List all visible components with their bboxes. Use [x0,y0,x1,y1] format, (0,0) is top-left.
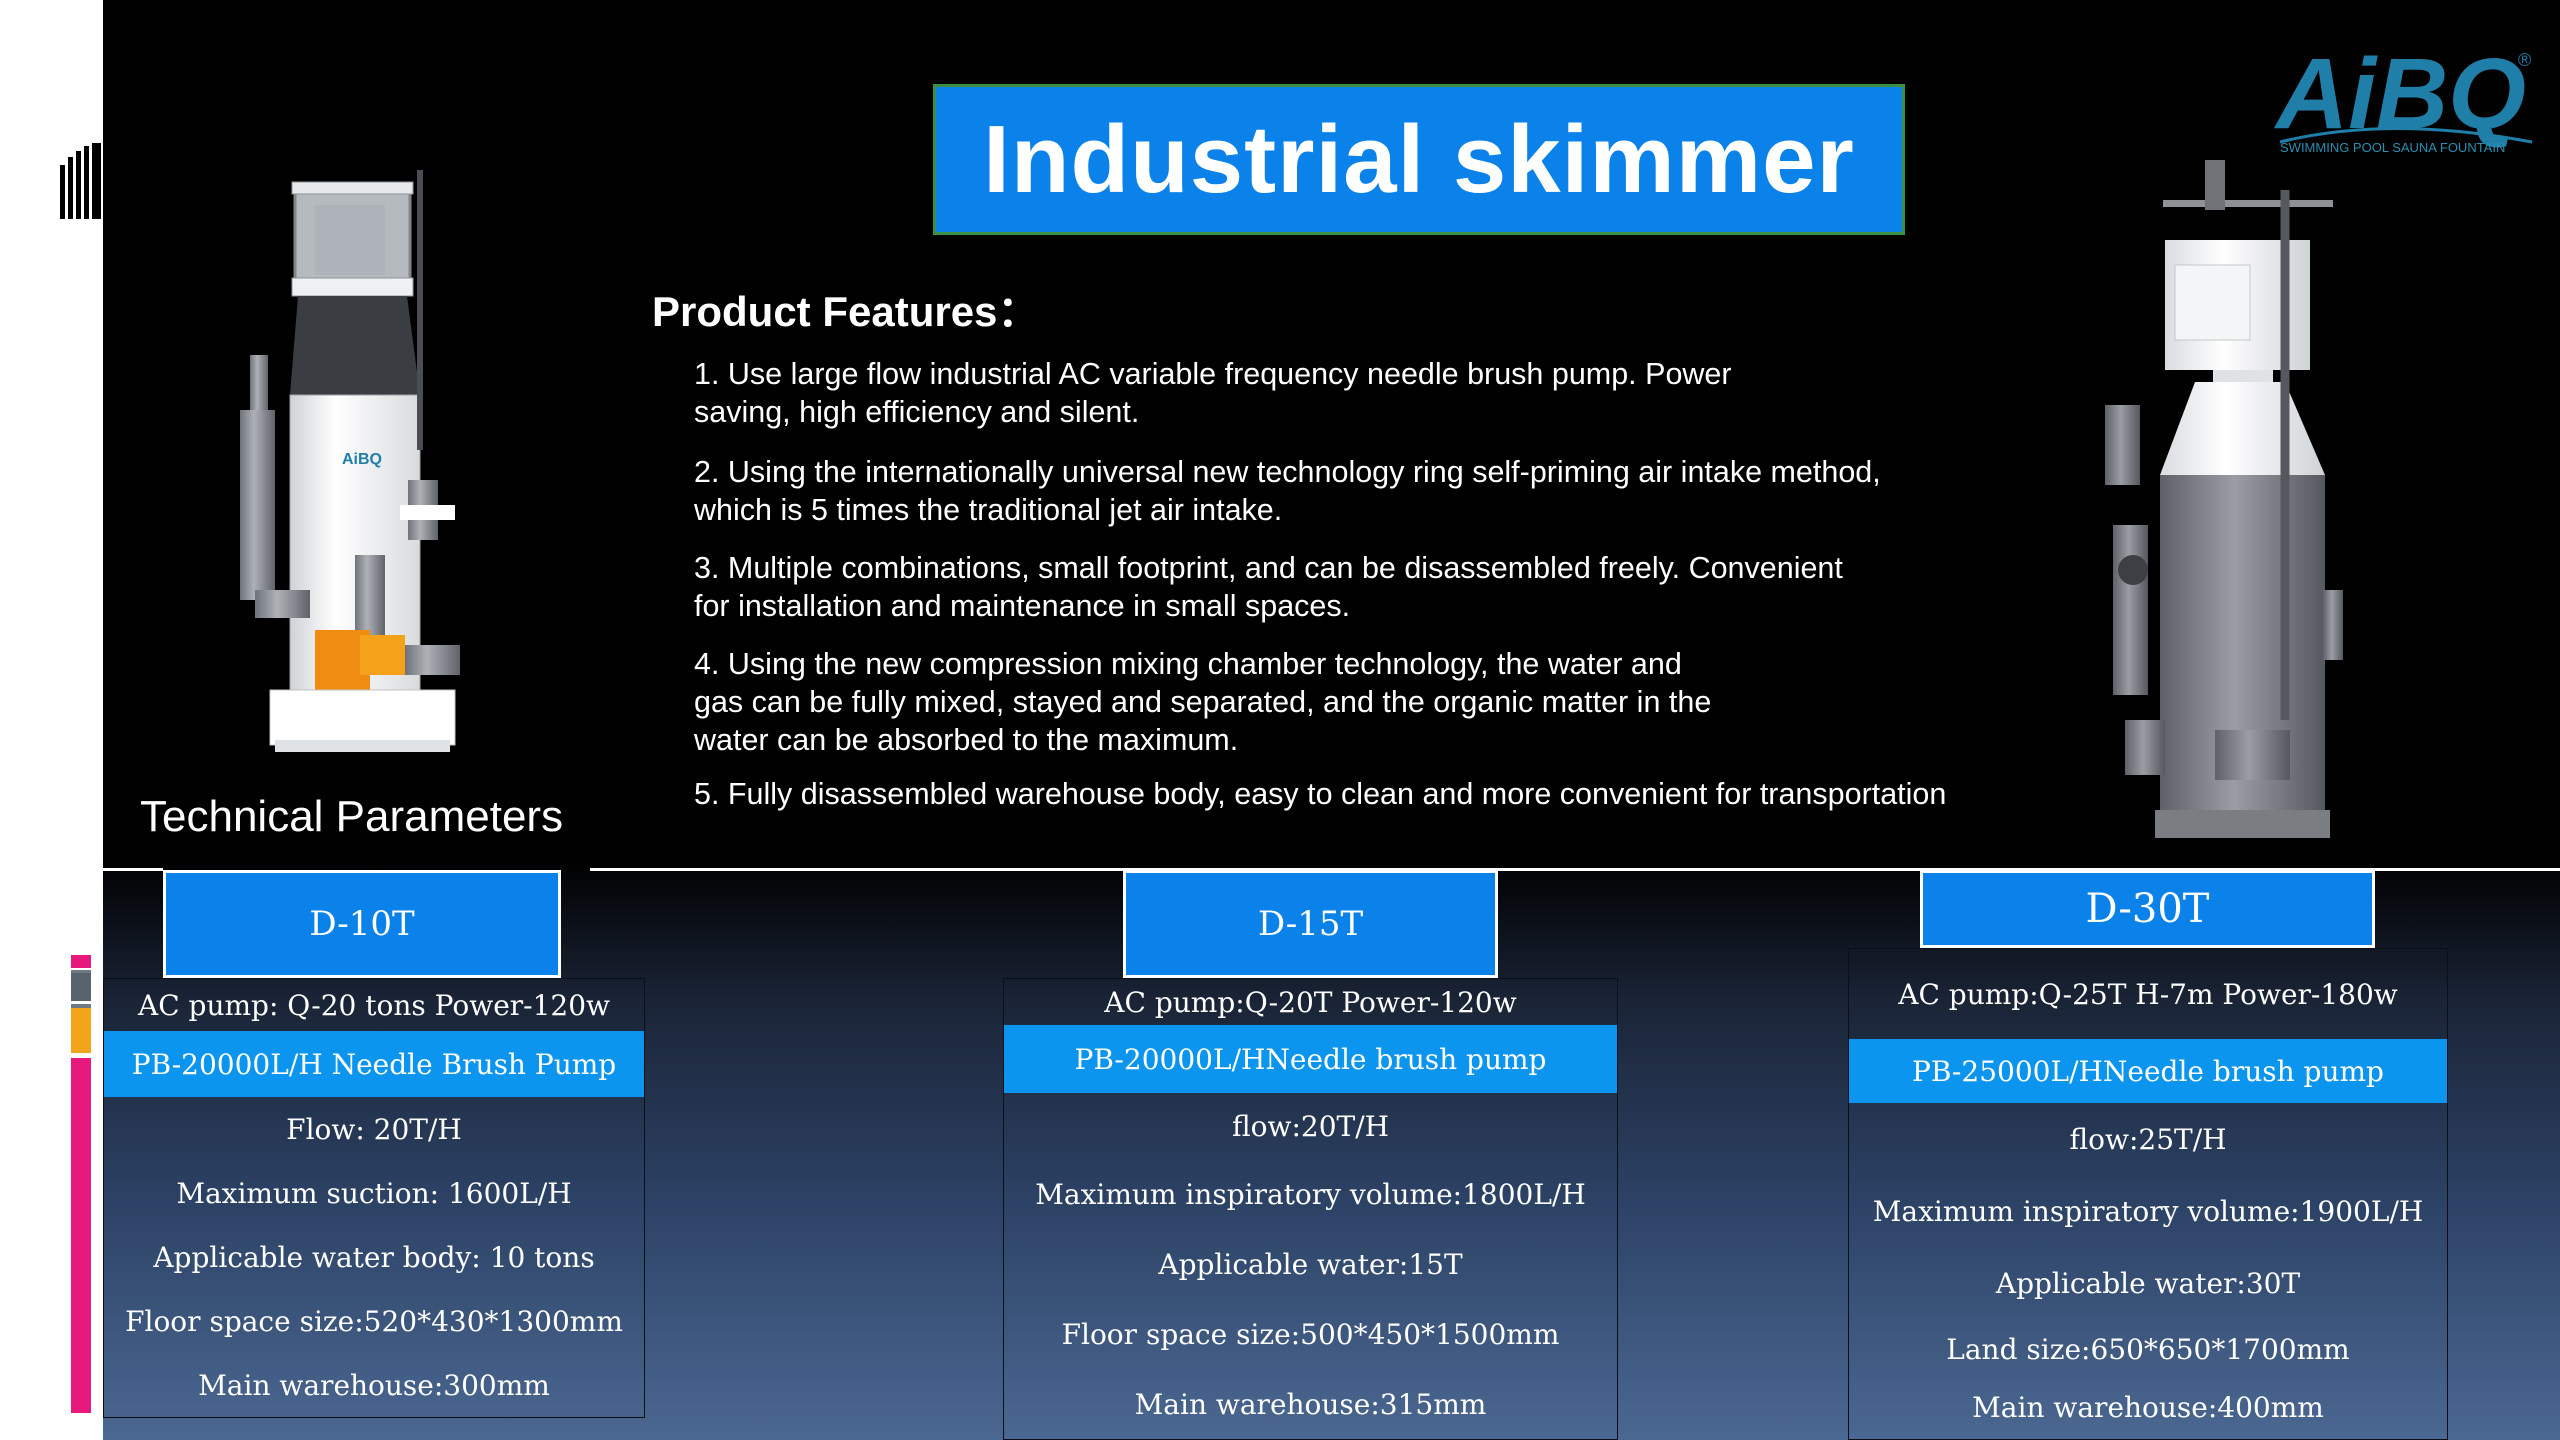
feature-line: 4. Using the new compression mixing cham… [694,647,1682,681]
logo-text: AiBQ [2273,38,2526,150]
feature-line: for installation and maintenance in smal… [694,589,1351,623]
deco-block-gray-3 [71,973,91,1001]
deco-block-pink-small [71,955,91,968]
model-title-d-30t: D-30T [1920,870,2375,948]
feature-1: 1. Use large flow industrial AC variable… [694,355,2074,431]
spec-row: Applicable water:15T [1158,1247,1463,1281]
spec-row: flow:25T/H [2069,1122,2227,1156]
feature-line: 1. Use large flow industrial AC variable… [694,357,1732,391]
skimmer-d10t-image: AiBQ [240,170,460,752]
feature-5: 5. Fully disassembled warehouse body, ea… [694,775,2074,813]
spec-row: Maximum inspiratory volume:1900L/H [1872,1194,2424,1228]
feature-line: which is 5 times the traditional jet air… [694,493,1283,527]
bars-icon [60,143,101,219]
spec-row: AC pump: Q-20 tons Power-120w [137,988,611,1022]
spec-row: Land size:650*650*1700mm [1946,1332,2350,1366]
spec-row: PB-20000L/H Needle Brush Pump [104,1031,644,1097]
spec-row: PB-20000L/HNeedle brush pump [1004,1025,1617,1093]
feature-line: 3. Multiple combinations, small footprin… [694,551,1843,585]
divider-right [590,868,2560,871]
deco-block-orange [71,1008,91,1053]
spec-row: Maximum suction: 1600L/H [176,1176,572,1210]
spec-row: AC pump:Q-20T Power-120w [1104,985,1517,1019]
spec-row: Floor space size:520*430*1300mm [125,1304,623,1338]
feature-line: saving, high efficiency and silent. [694,395,1140,429]
feature-line: gas can be fully mixed, stayed and separ… [694,685,1712,719]
feature-3: 3. Multiple combinations, small footprin… [694,549,2074,625]
title-box: Industrial skimmer [933,84,1905,235]
spec-row: Applicable water:30T [1995,1266,2301,1300]
brand-logo: AiBQ ® [2273,38,2533,150]
feature-line: water can be absorbed to the maximum. [694,723,1239,757]
page-title: Industrial skimmer [983,105,1855,213]
device-logo: AiBQ [342,451,382,468]
technical-parameters-title: Technical Parameters [140,792,564,841]
logo-tagline: SWIMMING POOL SAUNA FOUNTAIN [2280,140,2506,155]
feature-2: 2. Using the internationally universal n… [694,453,2074,529]
spec-row: Maximum inspiratory volume:1800L/H [1035,1177,1586,1211]
spec-row: PB-25000L/HNeedle brush pump [1849,1039,2447,1103]
left-strip [0,0,103,1440]
deco-block-pink-large [71,1058,91,1413]
feature-4: 4. Using the new compression mixing cham… [694,645,2074,759]
feature-line: 5. Fully disassembled warehouse body, ea… [694,777,1947,811]
divider-left [103,868,163,871]
skimmer-d30t-image [2105,160,2343,838]
spec-row: Flow: 20T/H [286,1112,462,1146]
features-title: Product Features： [652,288,1040,335]
spec-row: AC pump:Q-25T H-7m Power-180w [1898,977,2398,1011]
spec-row: Main warehouse:400mm [1972,1390,2324,1424]
spec-row: Main warehouse:300mm [198,1368,550,1402]
registered-mark: ® [2518,50,2531,70]
spec-row: Applicable water body: 10 tons [153,1240,595,1274]
spec-row: Floor space size:500*450*1500mm [1061,1317,1560,1351]
feature-line: 2. Using the internationally universal n… [694,455,1881,489]
spec-row: Main warehouse:315mm [1134,1387,1487,1421]
model-title-d-15t: D-15T [1123,870,1498,978]
spec-row: flow:20T/H [1231,1109,1390,1143]
model-title-d-10t: D-10T [163,870,561,978]
